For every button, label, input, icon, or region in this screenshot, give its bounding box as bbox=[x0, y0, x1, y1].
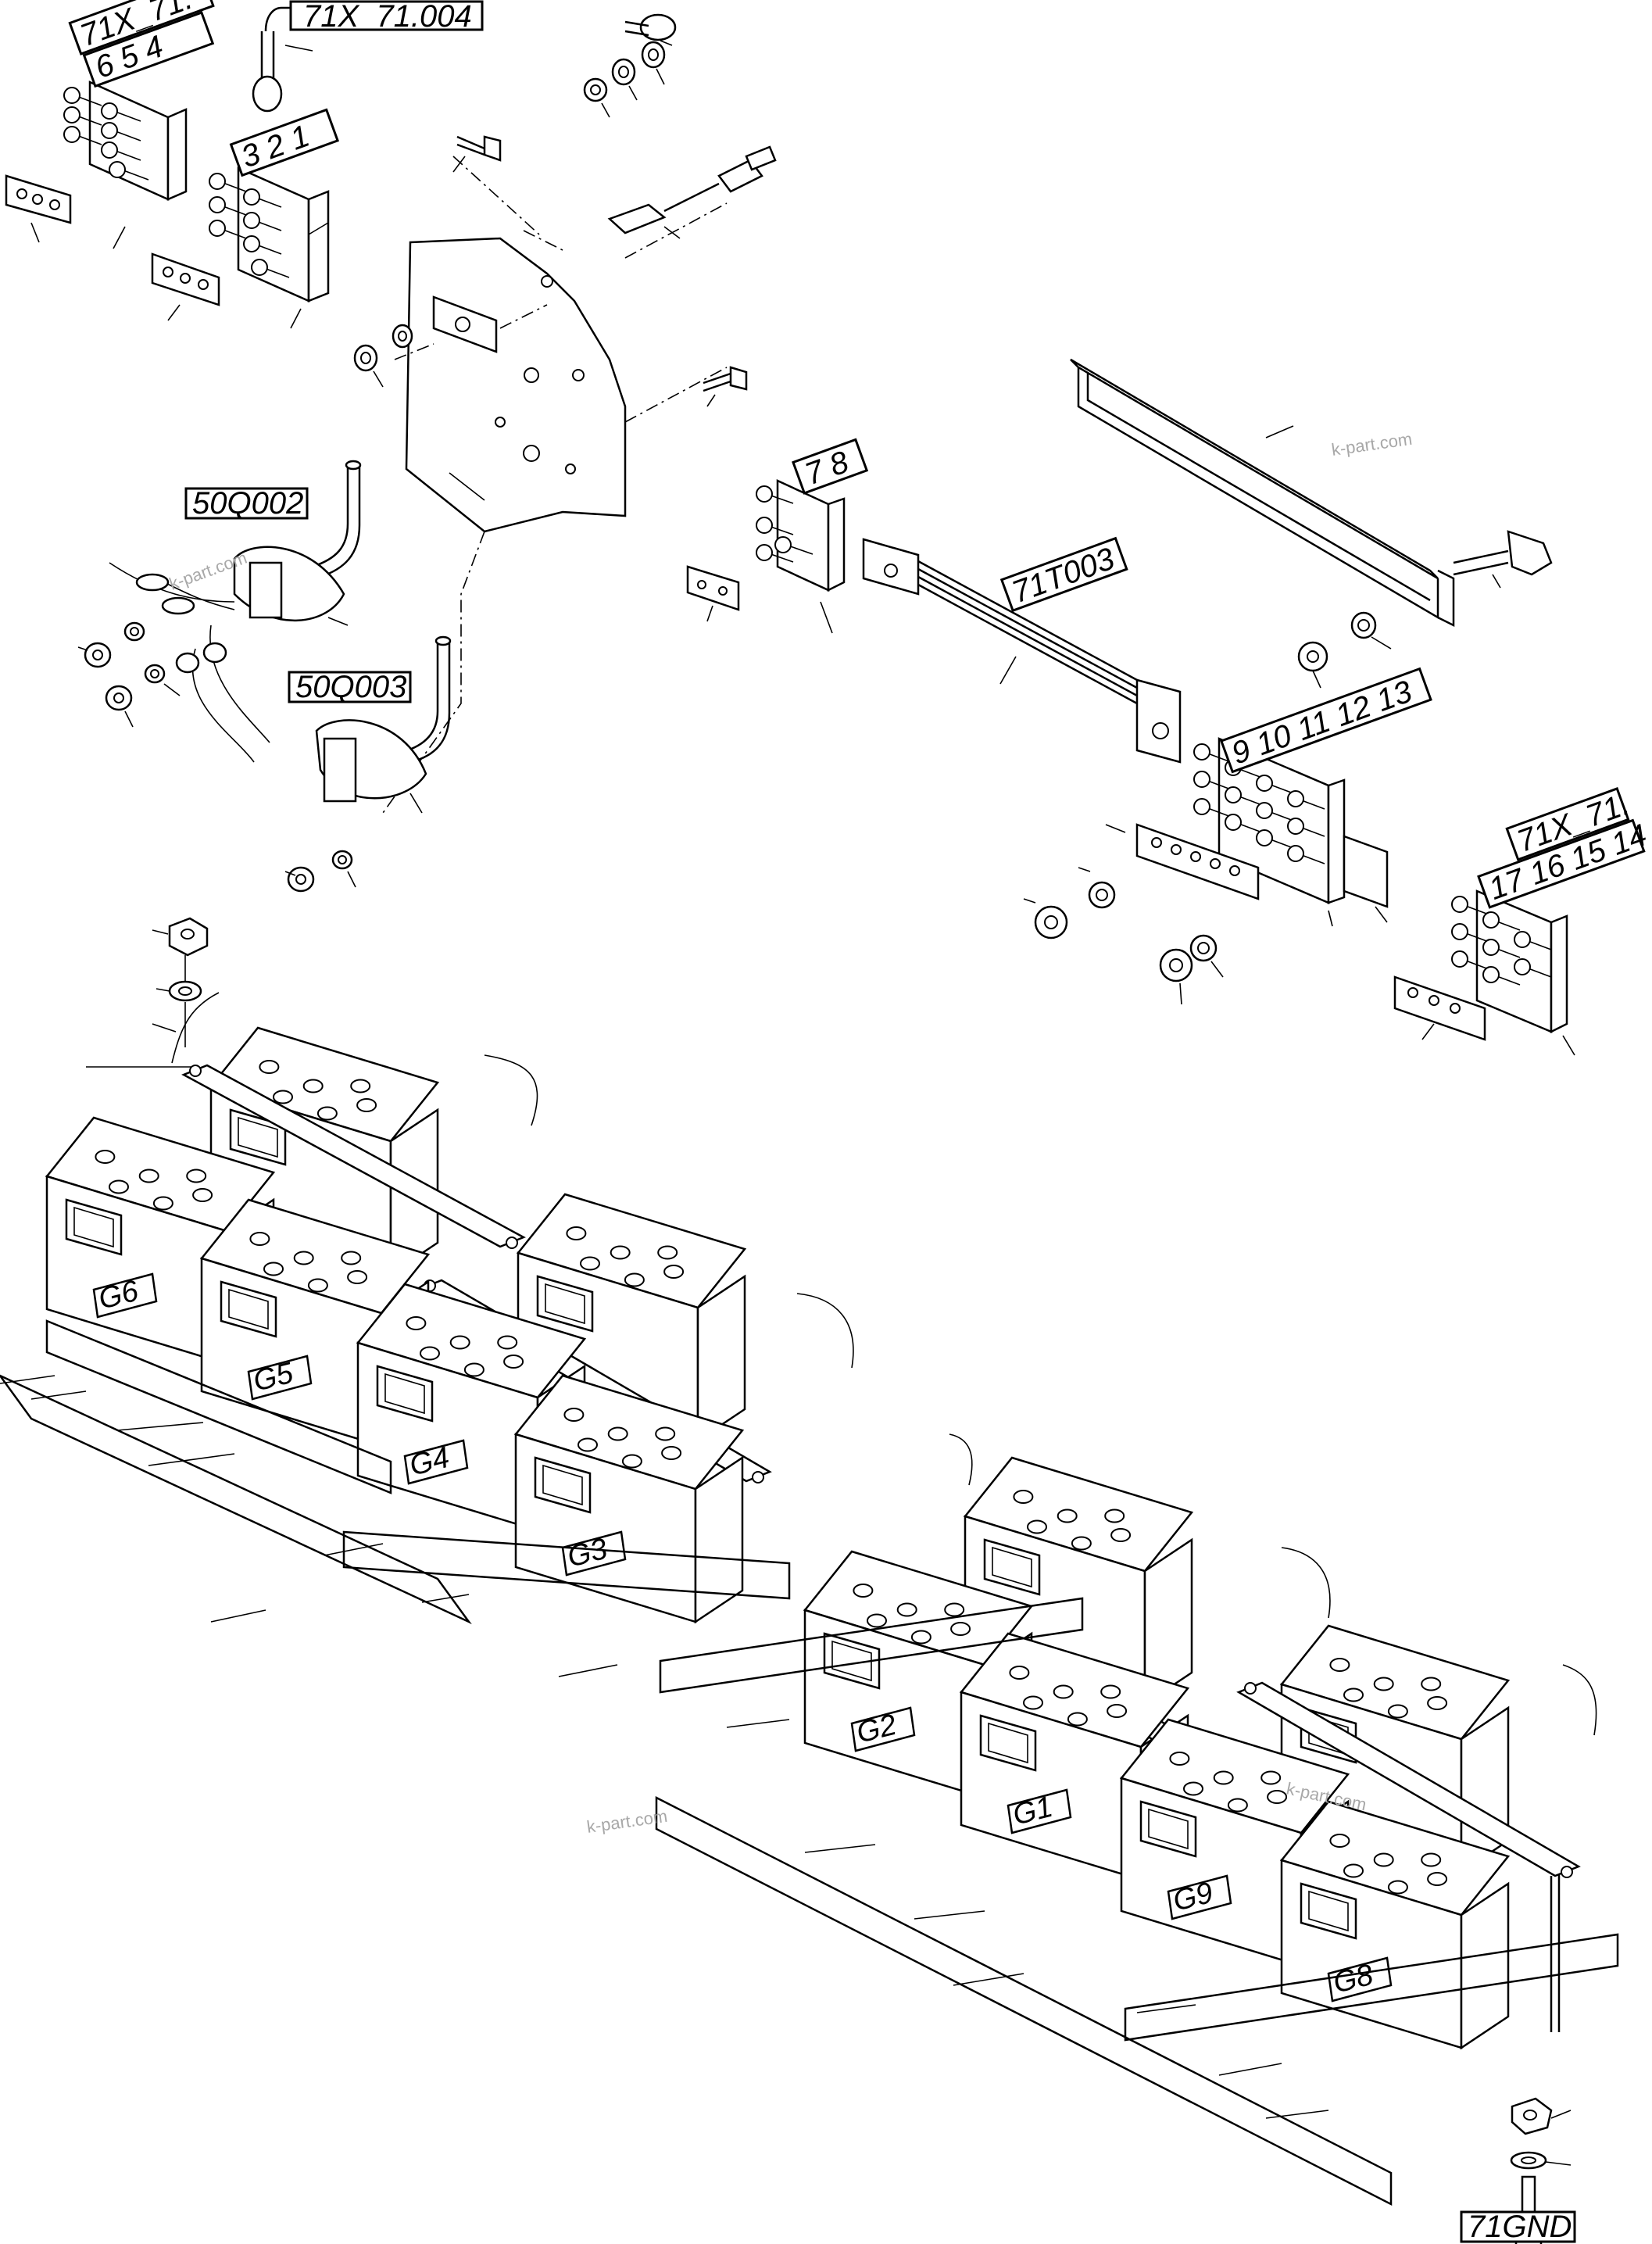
label-group-3-2-1: 3 2 1 bbox=[229, 108, 340, 177]
terminal-block-3-2-1 bbox=[209, 166, 330, 302]
nut-washer-battery-top bbox=[152, 917, 209, 1047]
screw-top bbox=[452, 135, 502, 173]
mounting-rail bbox=[1070, 358, 1455, 628]
terminal-block-17-14 bbox=[1451, 889, 1575, 1056]
label-text-50q002: 50Q002 bbox=[192, 486, 303, 521]
battery-cable bbox=[484, 1054, 538, 1126]
leader-line bbox=[914, 1910, 985, 1920]
battery-cable bbox=[796, 1293, 854, 1369]
leader-line bbox=[30, 1390, 87, 1400]
battery-cable bbox=[1562, 1664, 1597, 1736]
label-7-8: 7 8 bbox=[792, 438, 869, 495]
leader-line bbox=[726, 1719, 790, 1728]
battery-label-g1: G1 bbox=[1007, 1788, 1072, 1834]
leader-line bbox=[558, 1664, 618, 1677]
bracket-plate bbox=[432, 295, 498, 353]
nut-washer-9-13-a bbox=[1023, 867, 1116, 939]
screw-right-panel bbox=[703, 366, 748, 407]
label-text-71gnd: 71GND bbox=[1468, 2210, 1572, 2244]
sensor-with-cable bbox=[607, 145, 777, 239]
relay-50q003 bbox=[315, 635, 452, 814]
busbar-71t003 bbox=[862, 538, 1182, 764]
battery-tray bbox=[342, 1530, 791, 1600]
bolt-rail bbox=[1453, 530, 1553, 589]
battery-tray bbox=[655, 1795, 1393, 2206]
battery-tray bbox=[45, 1319, 392, 1494]
cable-71x-71-004 bbox=[252, 6, 677, 113]
battery-tray bbox=[1124, 1933, 1619, 2042]
label-9-13: 9 10 11 12 13 bbox=[1219, 667, 1432, 774]
battery-tray bbox=[0, 1374, 472, 1625]
leader-line bbox=[804, 1844, 876, 1853]
nut-washer-9-13-b bbox=[1159, 934, 1224, 1005]
retainer-bar bbox=[181, 1064, 526, 1249]
battery-unit: G1 bbox=[959, 1632, 1190, 1882]
battery-tray bbox=[659, 1597, 1084, 1694]
nut-washer-rail bbox=[1297, 611, 1392, 689]
leader-line bbox=[1218, 2063, 1282, 2076]
battery-cable bbox=[949, 1433, 973, 1486]
retainer-bar bbox=[1236, 1681, 1581, 1878]
label-text-71t003: 71T003 bbox=[1007, 542, 1119, 610]
leader-line bbox=[148, 1453, 235, 1466]
cables-relay-1 bbox=[109, 562, 270, 763]
leader-line bbox=[953, 1973, 1024, 1986]
label-71gnd: 71GND bbox=[1460, 2210, 1576, 2244]
battery-cable bbox=[171, 992, 220, 1064]
leader-line bbox=[210, 1609, 266, 1623]
nut-washer-relay-1 bbox=[77, 621, 181, 728]
label-text-9-13: 9 10 11 12 13 bbox=[1227, 675, 1416, 771]
battery-label-g8: G8 bbox=[1327, 1956, 1393, 2002]
battery-unit: G3 bbox=[513, 1374, 745, 1624]
insulator-plate-17-14 bbox=[1393, 975, 1486, 1041]
label-text-3-2-1: 3 2 1 bbox=[237, 119, 314, 175]
label-group-17-14: 71X_71. 17 16 15 14 bbox=[1477, 787, 1651, 909]
label-50q002: 50Q002 bbox=[184, 486, 309, 521]
battery-unit: G8 bbox=[1279, 1800, 1511, 2050]
insulator-plate-9-13 bbox=[1105, 823, 1260, 900]
terminal-block-9-13 bbox=[1193, 737, 1389, 927]
nut-washer-set-top bbox=[583, 41, 666, 118]
label-text-50q003: 50Q003 bbox=[295, 670, 406, 704]
label-71x-71-004: 71X_71.004 bbox=[289, 0, 484, 34]
insulator-plate-top-left bbox=[5, 174, 72, 243]
leader-line bbox=[116, 1422, 204, 1431]
label-71t003: 71T003 bbox=[999, 536, 1128, 613]
watermark-1: k-part.com bbox=[1330, 429, 1413, 460]
leader-line bbox=[1265, 2110, 1329, 2119]
watermark-4: k-part.com bbox=[585, 1806, 668, 1837]
insulator-plate-7-8 bbox=[686, 565, 740, 622]
terminal-block-7-8 bbox=[756, 479, 846, 634]
mounting-panel bbox=[405, 237, 627, 533]
nut-washer-relay-2 bbox=[284, 850, 356, 893]
terminal-block-6-5-4 bbox=[63, 81, 188, 201]
leader-line bbox=[1136, 2004, 1196, 2013]
battery-label-g3: G3 bbox=[561, 1530, 627, 1577]
insulator-plate-3-2-1 bbox=[151, 252, 220, 321]
leader-line bbox=[0, 1375, 55, 1384]
leader-line bbox=[324, 1543, 384, 1556]
label-group-6-5-4: 71X_71. 6 5 4 bbox=[68, 0, 215, 88]
relay-50q002 bbox=[233, 460, 362, 626]
label-50q003: 50Q003 bbox=[288, 670, 412, 704]
battery-label-g5: G5 bbox=[247, 1355, 313, 1401]
label-text-71x-71-004: 71X_71.004 bbox=[303, 0, 472, 34]
leader-line bbox=[421, 1594, 470, 1603]
nut-washer-panel bbox=[353, 324, 413, 388]
battery-cable bbox=[1281, 1547, 1331, 1619]
